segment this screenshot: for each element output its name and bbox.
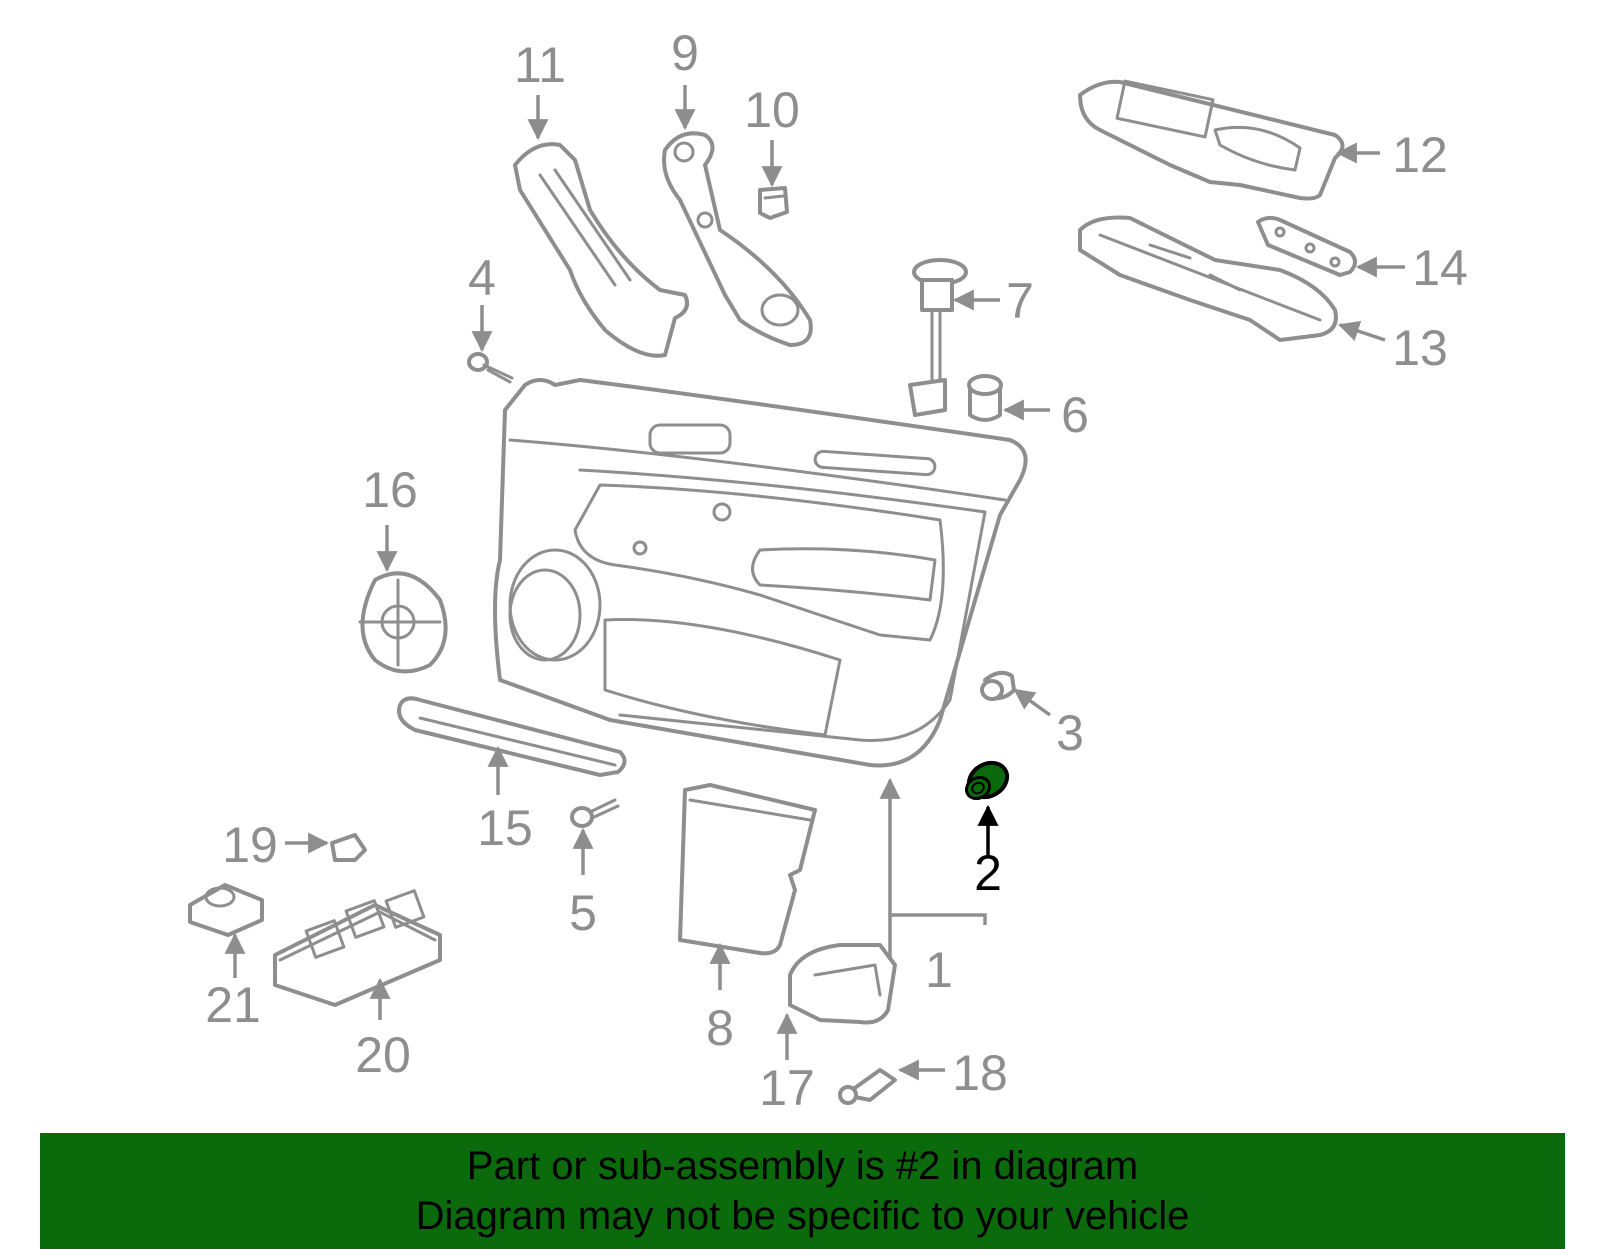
callout-12: 12 bbox=[1392, 127, 1448, 183]
callout-14: 14 bbox=[1412, 240, 1468, 296]
banner-line-2: Diagram may not be specific to your vehi… bbox=[415, 1194, 1190, 1238]
callout-11: 11 bbox=[514, 37, 566, 93]
callout-7: 7 bbox=[1006, 273, 1034, 329]
part-19-small-switch bbox=[330, 833, 367, 862]
part-11-armrest bbox=[513, 142, 689, 358]
banner-line-1: Part or sub-assembly is #2 in diagram bbox=[466, 1144, 1139, 1188]
callout-3: 3 bbox=[1056, 705, 1084, 761]
part-15-weatherstrip bbox=[397, 696, 627, 777]
part-16-speaker bbox=[358, 571, 448, 674]
callout-18: 18 bbox=[952, 1045, 1008, 1101]
part-4-screw bbox=[467, 352, 514, 384]
part-1-door-panel bbox=[493, 378, 1028, 768]
part-10-clip bbox=[758, 186, 789, 220]
part-6-knob bbox=[967, 374, 1003, 422]
part-18-bulb bbox=[838, 1068, 897, 1105]
leader-lines bbox=[224, 85, 1405, 1081]
part-5-screw bbox=[570, 798, 620, 828]
part-7-lock-rod bbox=[908, 258, 968, 417]
callout-6: 6 bbox=[1061, 387, 1089, 443]
callout-17: 17 bbox=[759, 1060, 815, 1116]
callout-10: 10 bbox=[744, 82, 800, 138]
callout-5: 5 bbox=[569, 885, 597, 941]
part-8-pocket bbox=[678, 783, 817, 956]
part-13-switch-bracket bbox=[1078, 215, 1338, 342]
part-2-grommet bbox=[964, 760, 1010, 801]
part-21-mirror-switch bbox=[188, 883, 264, 937]
callout-labels: 1 2 3 4 5 6 7 8 9 10 11 12 13 14 15 16 1… bbox=[205, 25, 1468, 1116]
callout-16: 16 bbox=[362, 462, 418, 518]
callout-20: 20 bbox=[355, 1027, 411, 1083]
callout-9: 9 bbox=[671, 25, 699, 81]
part-12-switch-bezel bbox=[1078, 79, 1345, 201]
callout-2: 2 bbox=[974, 845, 1002, 901]
part-20-window-switch bbox=[273, 889, 442, 1007]
part-3-clip bbox=[980, 670, 1016, 701]
callout-1: 1 bbox=[925, 942, 953, 998]
part-17-door-handle bbox=[788, 943, 897, 1025]
callout-21: 21 bbox=[205, 977, 261, 1033]
callout-8: 8 bbox=[706, 1000, 734, 1056]
info-banner: Part or sub-assembly is #2 in diagram Di… bbox=[40, 1133, 1565, 1249]
callout-19: 19 bbox=[222, 817, 278, 873]
part-14-trim-piece bbox=[1256, 215, 1357, 277]
part-9-pull-handle bbox=[662, 131, 813, 347]
callout-15: 15 bbox=[477, 800, 533, 856]
callout-4: 4 bbox=[468, 250, 496, 306]
callout-13: 13 bbox=[1392, 320, 1448, 376]
